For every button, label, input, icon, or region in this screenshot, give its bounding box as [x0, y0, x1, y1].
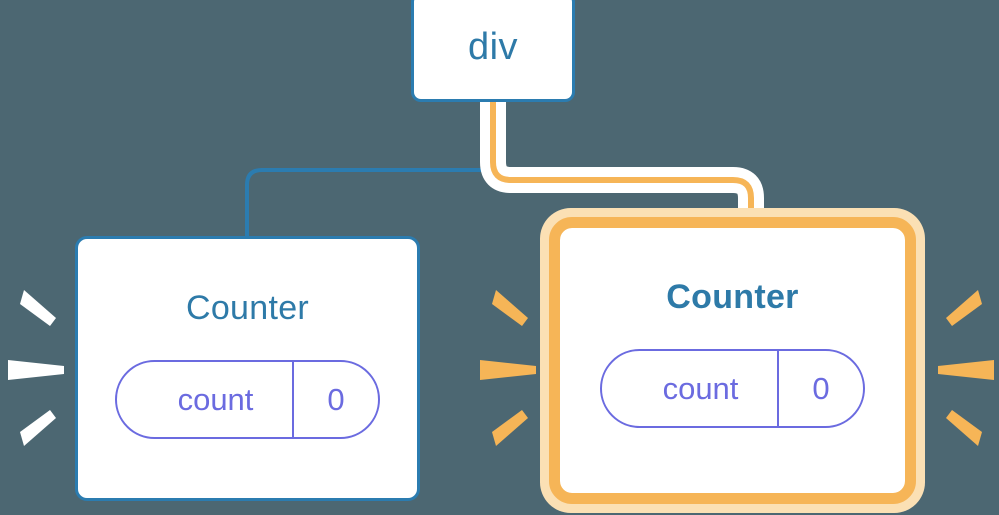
node-counter-right-label: Counter — [666, 278, 799, 316]
node-div-label: div — [467, 25, 519, 68]
state-value-left: 0 — [292, 362, 378, 437]
edge-halo-div-to-counter-right — [480, 102, 764, 240]
state-value-right: 0 — [777, 351, 863, 426]
state-pill-left: count 0 — [115, 360, 380, 439]
edge-div-to-counter-right — [490, 102, 754, 240]
node-div[interactable]: div — [411, 0, 575, 102]
node-counter-left[interactable]: Counter count 0 — [75, 236, 420, 501]
state-key-left: count — [177, 381, 254, 417]
state-pill-right: count 0 — [600, 349, 865, 428]
state-key-right: count — [662, 370, 739, 406]
edge-div-to-counter-left — [245, 102, 495, 236]
node-counter-right[interactable]: Counter count 0 — [549, 217, 916, 504]
node-counter-left-label: Counter — [185, 289, 310, 327]
